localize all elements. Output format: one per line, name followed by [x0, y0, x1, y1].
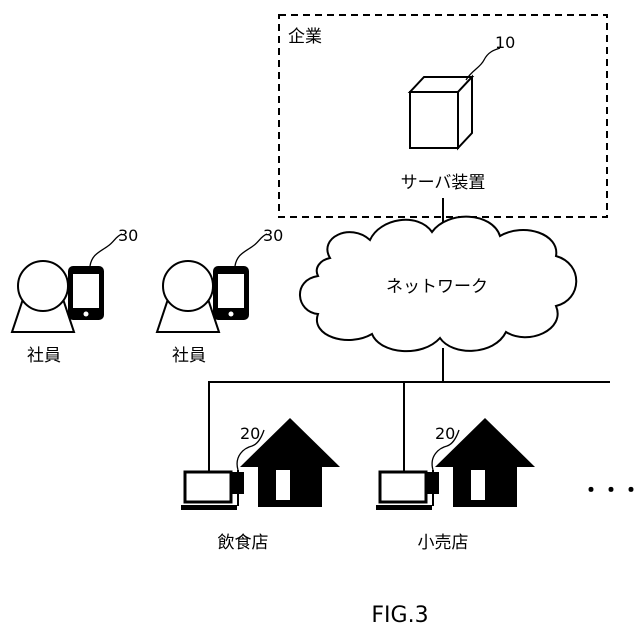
employee-2-label: 社員 — [172, 346, 206, 366]
store-2-ref: 20 — [435, 424, 455, 443]
enterprise-label: 企業 — [288, 27, 322, 47]
store-2-pos-terminal-icon — [376, 470, 439, 510]
store-1-ref: 20 — [240, 424, 260, 443]
network-label: ネットワーク — [386, 277, 488, 297]
employee-2-ref: 30 — [263, 226, 283, 245]
store-1-label: 飲食店 — [218, 533, 269, 553]
store-2-label: 小売店 — [418, 533, 469, 553]
employee-2-smartphone-icon — [213, 266, 249, 320]
employee-1-ref: 30 — [118, 226, 138, 245]
employee-2-person-icon — [157, 261, 219, 332]
employee-1-smartphone-icon — [68, 266, 104, 320]
server-label: サーバ装置 — [401, 173, 486, 193]
employee-1-person-icon — [12, 261, 74, 332]
store-1-pos-terminal-icon — [181, 470, 244, 510]
employee-1-label: 社員 — [27, 346, 61, 366]
server-icon — [410, 77, 472, 148]
server-ref-leader — [466, 48, 500, 80]
more-stores-ellipsis: ・・・ — [581, 478, 640, 502]
server-ref: 10 — [495, 33, 515, 52]
figure-label: FIG.3 — [371, 603, 428, 628]
